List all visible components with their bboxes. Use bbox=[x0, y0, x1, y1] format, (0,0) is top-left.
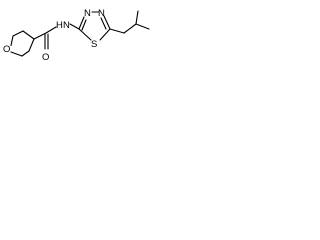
thf-bond-c3-c4 bbox=[22, 30, 35, 40]
isobutyl-bond-2 bbox=[123, 23, 137, 34]
thiadiazole-c2-n3-double bbox=[81, 19, 87, 31]
thiadiazole-n2-label: N bbox=[98, 8, 105, 19]
chemical-structure: O O H N N N S bbox=[3, 8, 150, 63]
bond-nh-to-thiadiazole bbox=[69, 23, 80, 30]
thiadiazole-s-label: S bbox=[91, 39, 97, 50]
isobutyl-bond-3 bbox=[135, 23, 150, 30]
thiadiazole-c5-s bbox=[99, 28, 111, 41]
isobutyl-bond-1 bbox=[109, 28, 125, 34]
thiadiazole-c2-n3 bbox=[78, 16, 85, 30]
amide-n-label: N bbox=[63, 20, 70, 31]
thf-bond-c5-o bbox=[10, 51, 23, 57]
carbonyl-oxygen-label: O bbox=[42, 52, 49, 63]
thiadiazole-n1-label: N bbox=[84, 8, 91, 19]
thf-bond-c4-c5 bbox=[28, 38, 35, 52]
thf-bond-o-c2 bbox=[10, 35, 14, 47]
bond-ring-to-carbonyl bbox=[33, 32, 47, 40]
ring-oxygen-label: O bbox=[3, 44, 10, 55]
bond-carbonyl-to-nh bbox=[45, 26, 57, 34]
thf-bond-c5-o-2 bbox=[21, 50, 30, 57]
amide-h-label: H bbox=[56, 20, 63, 31]
thiadiazole-n4-c5-double bbox=[100, 17, 107, 30]
thiadiazole-n4-c5 bbox=[103, 15, 111, 30]
thiadiazole-ring: N N S bbox=[78, 8, 111, 50]
thiadiazole-s-c2 bbox=[78, 28, 92, 41]
thf-bond-c2-c3 bbox=[12, 30, 24, 37]
tetrahydrofuran-ring: O bbox=[3, 30, 35, 57]
isobutyl-bond-4 bbox=[135, 10, 139, 25]
amide-group: O H N bbox=[33, 20, 80, 63]
isobutyl-chain bbox=[109, 10, 150, 34]
